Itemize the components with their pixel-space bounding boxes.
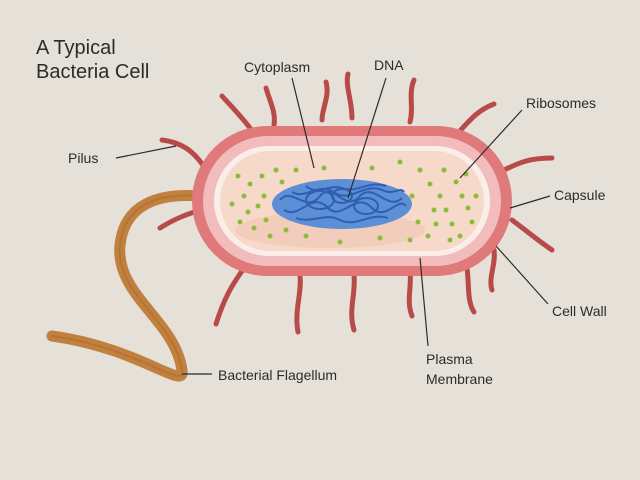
label-cytoplasm: Cytoplasm (244, 59, 310, 75)
pilus-bottom-1 (488, 247, 497, 293)
label-plasma-membrane-line-1: Plasma (426, 351, 473, 367)
leader-cytoplasm (291, 77, 315, 169)
label-plasma-membrane-line-2: Membrane (426, 371, 493, 387)
label-capsule: Capsule (554, 187, 606, 203)
dna (272, 179, 412, 229)
label-ribosomes: Ribosomes (526, 95, 596, 111)
pilus-bottom-4 (349, 272, 357, 333)
pilus-top-3 (319, 79, 330, 123)
leader-pilus (115, 145, 177, 159)
label-pilus: Pilus (68, 150, 98, 166)
pilus-top-1 (219, 93, 253, 131)
pilus-right-1 (497, 155, 555, 175)
leader-ribosomes (459, 109, 523, 179)
pilus-bottom-5 (294, 272, 303, 335)
leader-cell-wall (495, 245, 549, 305)
flagellum (46, 190, 224, 382)
label-dna: DNA (374, 57, 404, 73)
pilus-bottom-3 (406, 267, 415, 319)
leader-dna (347, 77, 387, 199)
ribosomes (229, 159, 479, 245)
label-cell-wall: Cell Wall (552, 303, 607, 319)
pilus-top-6 (455, 101, 497, 136)
title-line-2: Bacteria Cell (36, 61, 149, 83)
pilus-top-5 (407, 77, 417, 125)
leader-plasma-membrane (419, 257, 429, 347)
pilus-bottom-6 (213, 265, 247, 327)
label-flagellum: Bacterial Flagellum (218, 367, 337, 383)
pilus-right-2 (509, 217, 555, 253)
leader-capsule (509, 195, 551, 209)
pilus-left-2 (159, 137, 209, 173)
leader-lines (115, 77, 551, 375)
pilus-top-4 (344, 71, 355, 121)
title-line-1: A Typical (36, 37, 116, 59)
pilus-top-2 (263, 85, 277, 128)
